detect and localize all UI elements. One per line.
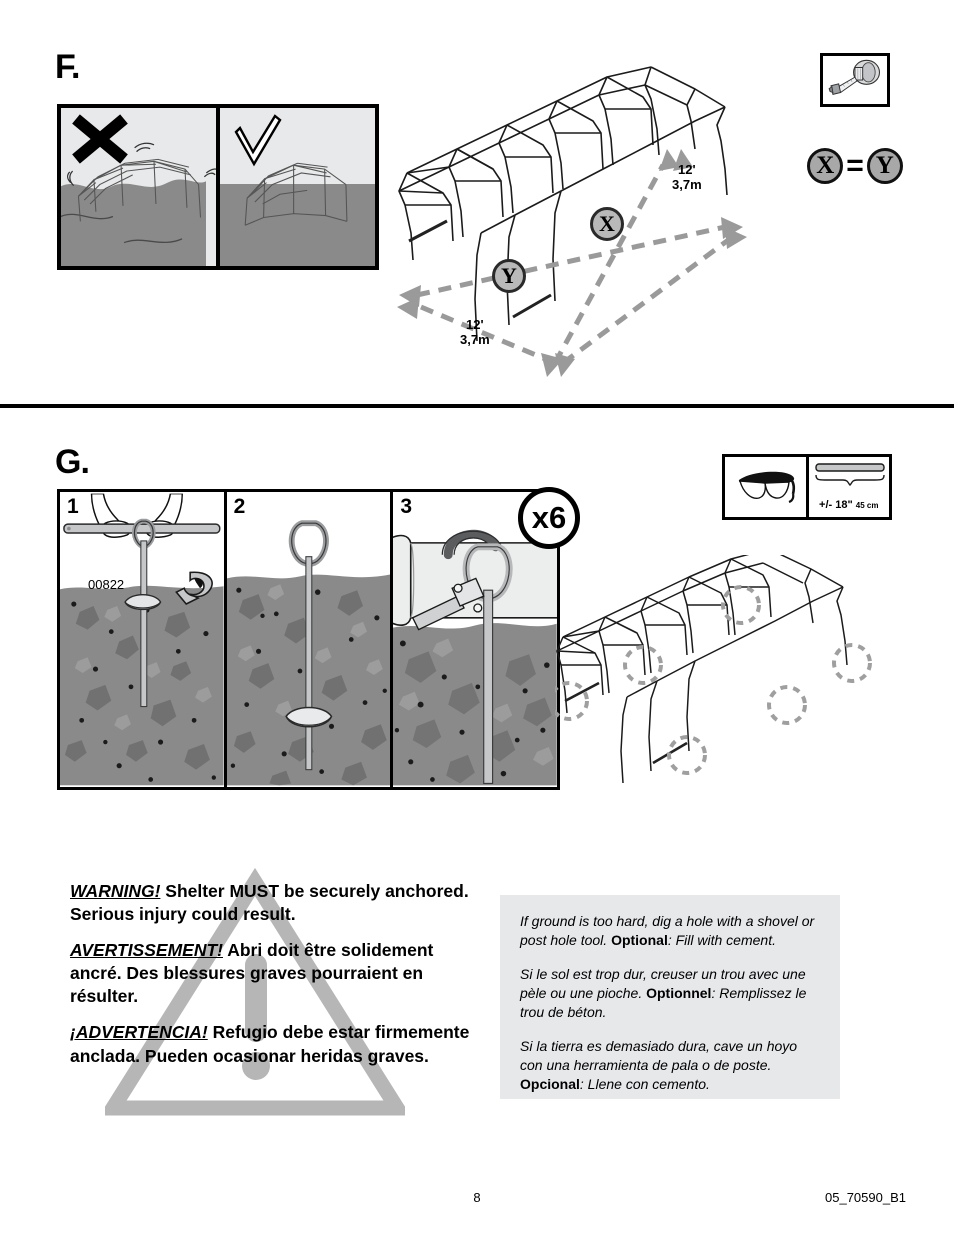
warning-french-body: Abri doit être solidement ancré. Des ble… [70, 940, 434, 1007]
step-3-number: 3 [400, 495, 413, 518]
good-ground-panel [216, 108, 375, 266]
note-french-bold: Optionnel [646, 984, 712, 1001]
note-spanish-lead: Si la tierra es demasiado dura, cave un … [520, 1037, 798, 1073]
note-french-lead: Si le sol est trop dur, creuser un trou … [520, 965, 806, 1001]
step-1-illustration [60, 493, 224, 786]
document-code: 05_70590_B1 [825, 1190, 906, 1205]
warning-spanish-body: Refugio debe estar firmemente anclada. P… [70, 1022, 470, 1066]
warning-spanish: ¡ADVERTENCIA! Refugio debe estar firmeme… [70, 1021, 470, 1067]
length-centimeters: 45 cm [855, 501, 879, 510]
note-french-tail: : Remplissez le trou de béton. [520, 984, 807, 1021]
length-tolerance: +/- [819, 499, 833, 511]
warning-english-body: Shelter MUST be securely anchored. Serio… [70, 881, 469, 925]
part-number-label: 00822 [88, 577, 125, 592]
step-2-number: 2 [233, 495, 246, 518]
warning-english-keyword: WARNING! [70, 881, 161, 901]
uneven-ground-shape [61, 179, 207, 266]
length-inches: 18" [835, 499, 853, 511]
anchor-length-diagram [814, 463, 885, 486]
warning-english: WARNING! Shelter MUST be securely anchor… [70, 880, 470, 926]
equation-operator: = [846, 149, 864, 182]
dimension-top-meters: 3,7m [672, 176, 702, 192]
page-number: 8 [473, 1190, 481, 1205]
tilted-frame-illustration [67, 142, 216, 222]
note-spanish: Si la tierra es demasiado dura, cave un … [520, 1037, 820, 1095]
x-mark-icon [72, 114, 128, 164]
anchor-length-cell: +/- 18" 45 cm [805, 457, 890, 517]
dimension-label-bottom: 12' 3,7m [460, 317, 490, 347]
dimension-bottom-feet: 12' [466, 317, 484, 332]
quantity-badge: x6 [518, 487, 580, 549]
step-1-number: 1 [67, 495, 79, 518]
anchor-step-2: 2 [223, 492, 391, 787]
note-english-bold: Optional [611, 932, 668, 949]
dimension-label-top: 12' 3,7m [672, 162, 702, 192]
anchor-step-panels: 1 00822 [57, 489, 560, 790]
warning-spanish-keyword: ¡ADVERTENCIA! [70, 1022, 208, 1043]
tape-measure-icon [828, 59, 881, 95]
tape-measure-icon-box [820, 53, 890, 107]
note-english-tail: : Fill with cement. [667, 932, 776, 949]
shelter-anchor-locations-diagram [555, 555, 872, 784]
note-spanish-tail: : Llene con cemento. [579, 1076, 710, 1093]
dimension-top-feet: 12' [678, 162, 696, 177]
note-french: Si le sol est trop dur, creuser un trou … [520, 965, 820, 1023]
note-box: If ground is too hard, dig a hole with a… [500, 895, 840, 1099]
safety-icons-box: +/- 18" 45 cm [722, 454, 892, 520]
ground-comparison-box [57, 104, 379, 270]
shelter-frame-diagonal-diagram [397, 66, 747, 377]
section-f-letter: F. [55, 48, 80, 86]
marker-x-label: X [599, 211, 615, 236]
note-english-lead: If ground is too hard, dig a hole with a… [520, 913, 815, 949]
anchor-step-3: 3 [390, 492, 558, 787]
note-english: If ground is too hard, dig a hole with a… [520, 912, 820, 951]
warning-french: AVERTISSEMENT! Abri doit être solidement… [70, 939, 470, 1008]
dimension-bottom-meters: 3,7m [460, 331, 490, 347]
level-frame-illustration [244, 162, 348, 226]
equation-y-circle: Y [866, 148, 903, 184]
check-mark-icon [234, 114, 282, 167]
section-g-letter: G. [55, 443, 90, 481]
safety-glasses-cell [725, 457, 806, 517]
anchor-step-1: 1 00822 [60, 492, 224, 787]
note-spanish-bold: Opcional [520, 1076, 580, 1093]
marker-y-label: Y [501, 263, 517, 288]
x-equals-y-badge: X = Y [805, 143, 905, 189]
step-2-illustration [226, 520, 391, 786]
warning-triangle-watermark [105, 868, 405, 1116]
marker-x: X [590, 207, 624, 241]
step-3-illustration [393, 529, 558, 786]
anchor-length-label: +/- 18" 45 cm [809, 500, 890, 511]
equation-x-circle: X [807, 148, 844, 184]
warning-text-block: WARNING! Shelter MUST be securely anchor… [70, 880, 470, 1068]
warning-french-keyword: AVERTISSEMENT! [70, 940, 223, 961]
bad-ground-panel [61, 108, 216, 266]
safety-glasses-icon [739, 471, 796, 504]
section-divider [0, 404, 954, 408]
marker-y: Y [492, 259, 526, 293]
